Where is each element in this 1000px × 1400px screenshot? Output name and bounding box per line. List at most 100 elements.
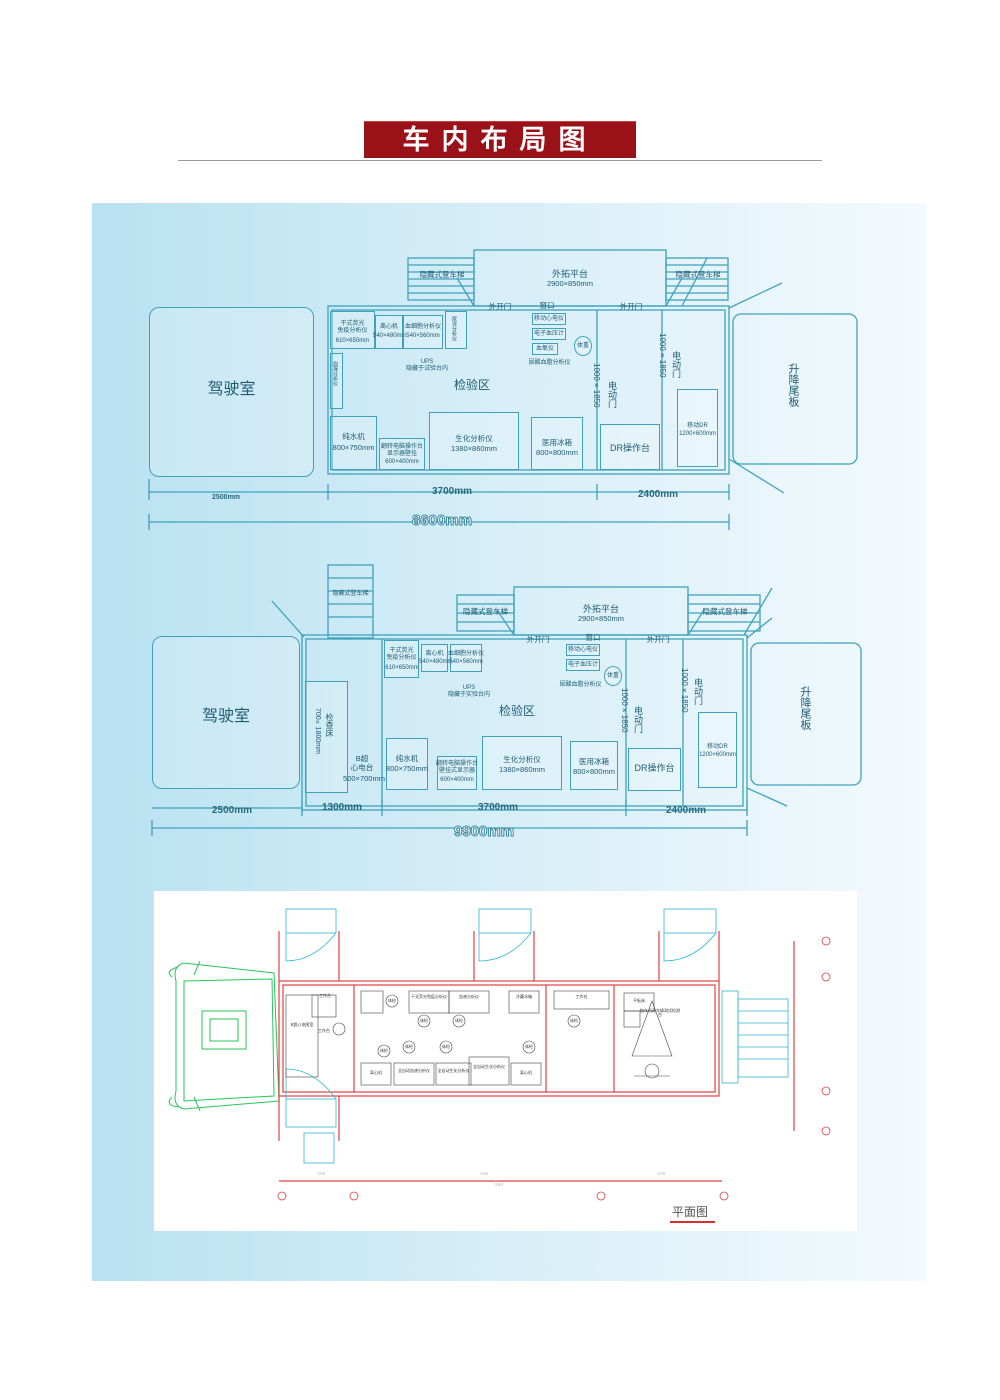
centrifuge-label-2: 离心机 — [425, 651, 444, 657]
dim-total: 8600mm — [411, 512, 473, 530]
mobile-dr-label-2: 移动DR — [707, 744, 728, 750]
v-small-label-2: 血凝分析仪 — [332, 361, 338, 386]
cab-area — [149, 307, 314, 477]
elec-door-label-right: 电动门 — [671, 351, 681, 378]
lift-tail-label-2: 升降尾板 — [799, 686, 811, 730]
bp-dim-1: 1550 — [317, 1171, 325, 1176]
mobile-mon-label-2: 移动心电仪 — [567, 647, 598, 653]
ext-platform-size-2: 2900×850mm — [577, 614, 625, 623]
plan-caption: 平面图 — [672, 1205, 709, 1219]
oximeter-block — [532, 343, 558, 355]
dr-desk-block-2 — [628, 748, 681, 791]
elec-door-label-left: 电动门 — [607, 381, 617, 408]
bp-room-9: 平板床 — [633, 998, 645, 1003]
bp-room-8: 工作台 — [575, 994, 588, 999]
lab-area-label: 检验区 — [453, 378, 490, 392]
door-right-label: 外开门 — [619, 302, 643, 311]
ext-platform-label-2: 外拓平台 — [582, 604, 619, 614]
pc-desk-label: 翻转电脑操作台 显示器壁挂 — [380, 444, 423, 457]
bp-room-19: 全自动血液分析仪 — [398, 1068, 430, 1073]
bp-room-18: 离心机 — [370, 1070, 382, 1075]
immuno-block-2 — [384, 640, 419, 678]
water-block-2 — [386, 738, 428, 790]
bp-room-21: 全自动生化分析仪 — [473, 1064, 505, 1069]
centrifuge-block — [375, 315, 403, 349]
dim-left: 2500mm — [212, 494, 241, 501]
biochem-block — [429, 412, 519, 470]
v-small-block-2 — [330, 353, 343, 409]
bp-room-7: 冷藏冰箱 — [516, 994, 532, 999]
bp-room-2: B超心电图室 — [290, 1022, 314, 1027]
blood-cell-block-2 — [450, 644, 482, 672]
blood-cell-label-2: 血细胞分析仪 — [448, 651, 485, 657]
mobile-mon-label: 移动心电仪 — [533, 316, 564, 322]
dim-4: 2400mm — [666, 805, 707, 816]
window-label-2: 窗口 — [585, 633, 601, 642]
immuno-label-2: 干式荧光 免疫分析仪 — [386, 648, 417, 661]
hidden-stairs-left: 隐藏式登车梯 — [419, 270, 465, 279]
dim-total-2: 9900mm — [453, 823, 515, 841]
plan2-lines — [151, 564, 862, 836]
ext-platform-label: 外拓平台 — [551, 269, 588, 279]
bp-room-5: 干式荧光免疫分析仪 — [411, 994, 447, 999]
fridge-block-2 — [570, 741, 618, 790]
elec-door-size-2: 1000×1850 — [680, 668, 689, 713]
cab-area-2 — [152, 636, 300, 789]
v-size-1: 1000×1850 — [592, 363, 601, 408]
blood-cell-size: 540×560mm — [406, 333, 440, 339]
fridge-block — [531, 417, 583, 470]
water-label: 纯水机 — [342, 432, 365, 441]
bp-room-20: 全自动生化分析仪 — [437, 1068, 470, 1073]
mobile-dr-size-2: 1200×600mm — [699, 752, 736, 758]
lab-area-label-2: 检验区 — [498, 704, 535, 718]
biochem-size-2: 1380×860mm — [498, 765, 546, 774]
dim-3: 3700mm — [478, 802, 519, 813]
fridge-label-2: 医用冰箱 — [579, 757, 609, 766]
plan-caption-underline — [670, 1221, 715, 1223]
urine-label: 尿酸血脂分析仪 — [528, 360, 571, 366]
blood-cell-size-2: 540×560mm — [449, 659, 483, 665]
bp-room-10: 拖车机动车辆测试检测台 — [640, 1008, 680, 1018]
bp-room-11: 体检 — [420, 1018, 428, 1023]
bp-block-2 — [566, 659, 600, 671]
bp-dim-3: 2550 — [657, 1171, 665, 1176]
mobile-dr-block — [677, 389, 718, 467]
bp-block — [532, 328, 566, 340]
bed-block — [305, 681, 348, 793]
window-label: 窗口 — [539, 301, 555, 310]
fridge-size: 800×800mm — [536, 448, 578, 457]
mobile-dr-size: 1200×600mm — [679, 431, 716, 437]
centrifuge-size-2: 540×480mm — [419, 659, 453, 665]
bp-room-1: 工作台 — [319, 993, 331, 998]
cab-label: 驾驶室 — [207, 381, 256, 398]
biochem-label: 生化分析仪 — [455, 434, 493, 443]
mobile-dr-label: 移动DR — [687, 423, 708, 429]
water-size: 800×750mm — [332, 443, 375, 452]
urine-label-2: 尿酸血脂分析仪 — [559, 682, 602, 688]
dim-mid: 3700mm — [432, 486, 473, 497]
bp-label-2: 电子血压计 — [567, 662, 598, 668]
water-block — [330, 416, 377, 470]
weigh-block-2 — [604, 666, 622, 686]
pc-desk-block-2 — [437, 756, 477, 790]
dim-1: 2500mm — [212, 805, 253, 816]
dim-2: 1300mm — [322, 802, 363, 813]
bp-room-3: 工作台 — [318, 1028, 330, 1033]
hidden-stairs-left-2: 隐藏式登车梯 — [463, 607, 508, 616]
elec-door-size: 1000×1850 — [658, 333, 667, 378]
mobile-mon-block-2 — [566, 644, 600, 656]
pc-desk-size-2: 600×400mm — [440, 777, 474, 783]
blood-cell-block — [403, 315, 443, 349]
hidden-stairs-right-2: 隐藏式登车梯 — [702, 607, 748, 616]
bp-label: 电子血压计 — [533, 331, 564, 337]
centrifuge-size: 540×480mm — [373, 333, 407, 339]
oximeter-label: 血氧仪 — [535, 346, 554, 352]
centrifuge-label: 离心机 — [379, 324, 398, 330]
b-ultra-label: B超 心电台 — [350, 754, 374, 772]
weigh-label: 体重 — [576, 343, 589, 349]
bp-dim-2: 5200 — [480, 1171, 488, 1176]
bed-label: 检查床 — [325, 713, 334, 737]
water-label-2: 纯水机 — [395, 754, 419, 763]
cab-label-2: 驾驶室 — [201, 708, 250, 725]
bp-room-15: 体检 — [442, 1044, 450, 1049]
